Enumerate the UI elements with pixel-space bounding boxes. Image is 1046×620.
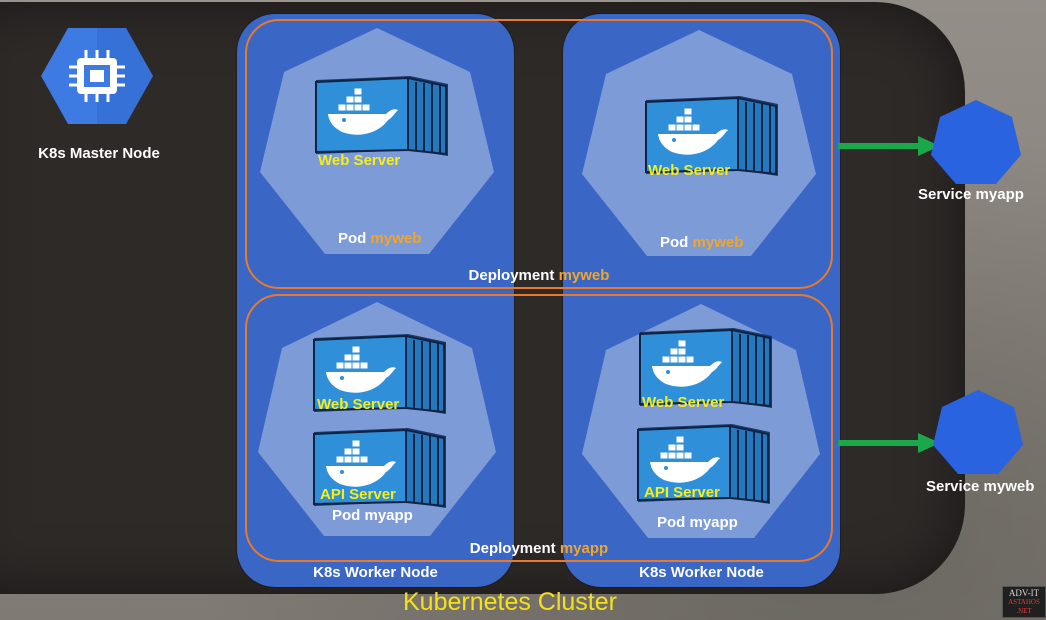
container-label: Web Server (642, 394, 725, 411)
cluster-title: Kubernetes Cluster (402, 588, 617, 616)
chip-hexagon-icon (41, 28, 153, 124)
pod-myweb-1: Web Server Pod myweb (252, 22, 502, 270)
pod-label: Pod myweb (660, 234, 743, 251)
arrow-to-service-myweb (838, 433, 940, 453)
watermark-line: ASTAHOS (1008, 598, 1040, 606)
pod-label: Pod myapp (332, 507, 413, 524)
watermark-line: ADV-IT (1008, 588, 1040, 598)
pod-myapp-2: Web Server API Server Pod myapp (574, 298, 828, 554)
pod-myweb-2: Web Server Pod myweb (574, 24, 824, 272)
deployment-myapp-label: Deployment myapp (247, 540, 831, 557)
container-label: API Server (320, 486, 396, 503)
watermark-logo: ADV-IT ASTAHOS .NET (1002, 586, 1046, 618)
watermark-line: .NET (1016, 607, 1032, 615)
deployment-myapp: Deployment myapp (245, 294, 833, 562)
arrow-to-service-myapp (838, 136, 940, 156)
service-heptagon-icon (933, 390, 1023, 474)
pod-label: Pod myapp (657, 514, 738, 531)
pod-label: Pod myweb (338, 230, 421, 247)
master-node-label: K8s Master Node (38, 145, 160, 162)
pod-name: myweb (370, 230, 422, 247)
container-label: Web Server (648, 162, 731, 179)
container-label: Web Server (317, 396, 400, 413)
container-label: Web Server (318, 152, 401, 169)
worker-node-label: K8s Worker Node (639, 564, 764, 581)
docker-container-icon (315, 75, 449, 157)
service-myapp-label: Service myapp (918, 186, 1024, 203)
service-heptagon-icon (931, 100, 1021, 184)
pod-prefix: Pod (660, 234, 689, 251)
deployment-name: myapp (559, 540, 609, 557)
pod-prefix: Pod (338, 230, 367, 247)
pod-name: myweb (692, 234, 744, 251)
worker-node-label: K8s Worker Node (313, 564, 438, 581)
deployment-myweb-label: Deployment myweb (247, 267, 831, 284)
deployment-prefix: Deployment (468, 267, 555, 284)
container-label: API Server (644, 484, 720, 501)
service-myweb-label: Service myweb (926, 478, 1035, 495)
pod-myapp-1: Web Server API Server Pod myapp (250, 296, 504, 552)
deployment-name: myweb (558, 267, 610, 284)
deployment-prefix: Deployment (469, 540, 556, 557)
deployment-myweb: Deployment myweb (245, 19, 833, 289)
